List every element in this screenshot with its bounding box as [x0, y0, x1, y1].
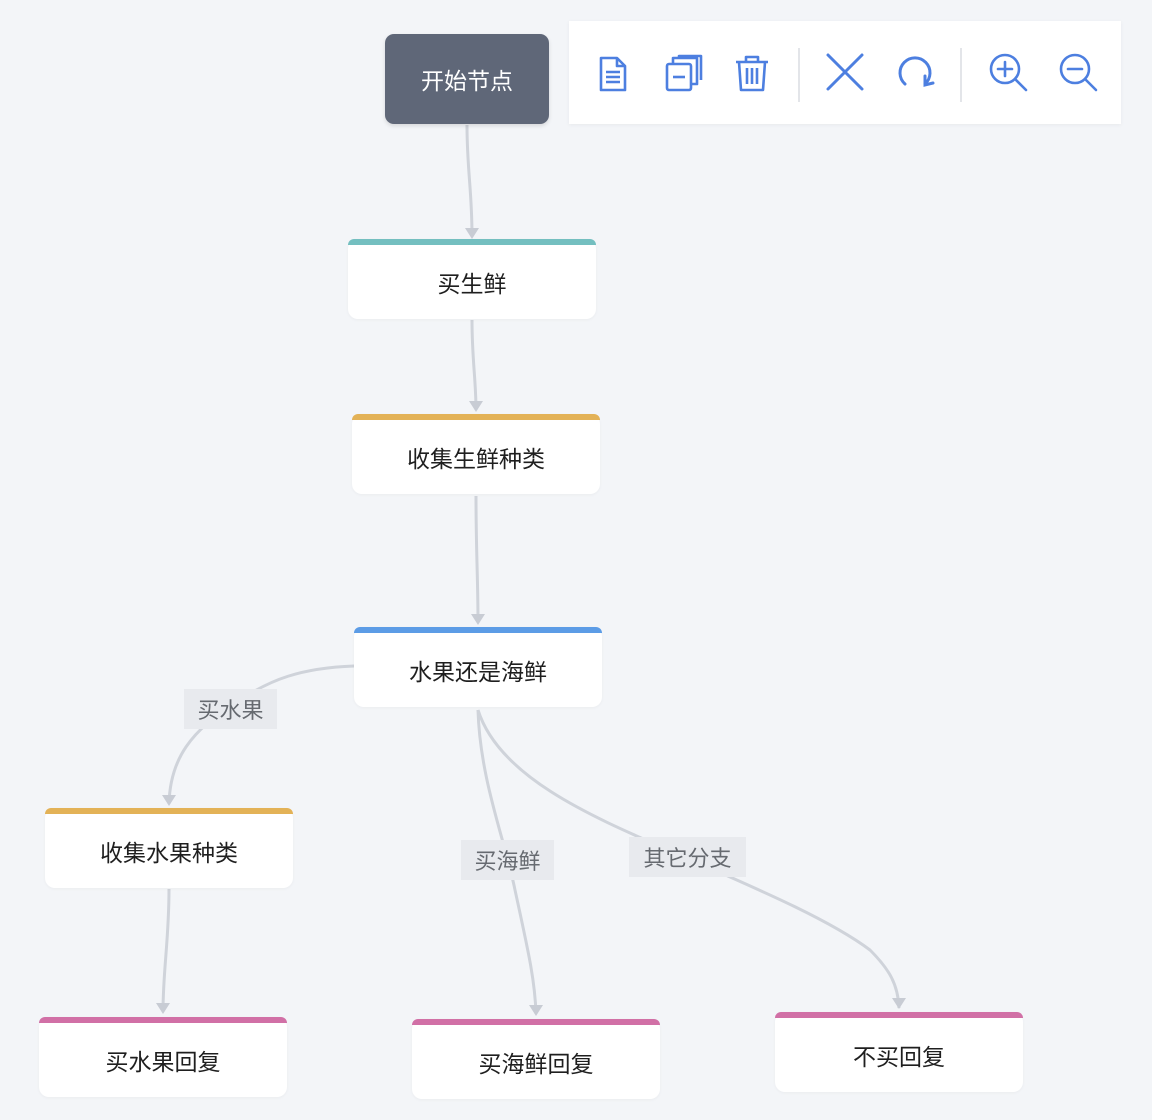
edge-label-other-branch[interactable]: 其它分支	[629, 837, 746, 877]
edge-to-collect-fruit	[167, 664, 355, 805]
node-accent-bar	[775, 1012, 1023, 1018]
toolbar-divider	[960, 48, 962, 102]
node-accent-bar	[354, 627, 602, 633]
toolbar-divider	[798, 48, 800, 102]
buy-fresh-node[interactable]: 买生鲜	[348, 239, 596, 319]
collect-fresh-node-label: 收集生鲜种类	[407, 447, 545, 473]
arrowhead	[162, 795, 176, 806]
reply-none-node-label: 不买回复	[853, 1045, 945, 1071]
arrowhead	[892, 998, 906, 1009]
arrowhead	[471, 614, 485, 625]
arrowhead	[529, 1005, 543, 1016]
copy-document-icon[interactable]	[589, 48, 637, 96]
collect-fruit-node[interactable]: 收集水果种类	[45, 808, 293, 888]
arrowhead	[156, 1003, 170, 1014]
start-node-label: 开始节点	[421, 69, 513, 95]
edge-label-buy-fruit[interactable]: 买水果	[184, 689, 277, 729]
node-accent-bar	[39, 1017, 287, 1023]
node-accent-bar	[352, 414, 600, 420]
delete-icon[interactable]	[728, 48, 776, 96]
toolbar	[569, 21, 1121, 124]
node-accent-bar	[412, 1019, 660, 1025]
edge-collect-fruit-to-reply-fruit	[161, 888, 171, 1013]
edge-label-buy-seafood[interactable]: 买海鲜	[461, 840, 554, 880]
reply-seafood-node-label: 买海鲜回复	[478, 1052, 594, 1078]
edge-start-to-buy-fresh	[465, 124, 474, 237]
zoom-out-icon[interactable]	[1054, 48, 1102, 96]
arrowhead	[465, 228, 479, 239]
start-node[interactable]: 开始节点	[385, 34, 549, 124]
reply-fruit-node[interactable]: 买水果回复	[39, 1017, 287, 1097]
duplicate-icon[interactable]	[659, 48, 707, 96]
collect-fresh-node[interactable]: 收集生鲜种类	[352, 414, 600, 494]
close-icon[interactable]	[821, 48, 869, 96]
fruit-or-seafood-node-label: 水果还是海鲜	[409, 660, 547, 686]
arrowhead	[469, 401, 483, 412]
refresh-icon[interactable]	[891, 48, 939, 96]
buy-fresh-node-label: 买生鲜	[437, 272, 507, 298]
node-accent-bar	[45, 808, 293, 814]
edge-collect-fresh-to-fruit-or-seafood	[474, 495, 480, 623]
edge-buy-fresh-to-collect-fresh	[470, 319, 478, 411]
edge-to-reply-none	[476, 709, 901, 1009]
reply-seafood-node[interactable]: 买海鲜回复	[412, 1019, 660, 1099]
node-accent-bar	[348, 239, 596, 245]
fruit-or-seafood-node[interactable]: 水果还是海鲜	[354, 627, 602, 707]
collect-fruit-node-label: 收集水果种类	[100, 841, 238, 867]
edge-to-reply-seafood	[476, 709, 538, 1015]
zoom-in-icon[interactable]	[984, 48, 1032, 96]
reply-fruit-node-label: 买水果回复	[105, 1050, 221, 1076]
reply-none-node[interactable]: 不买回复	[775, 1012, 1023, 1092]
